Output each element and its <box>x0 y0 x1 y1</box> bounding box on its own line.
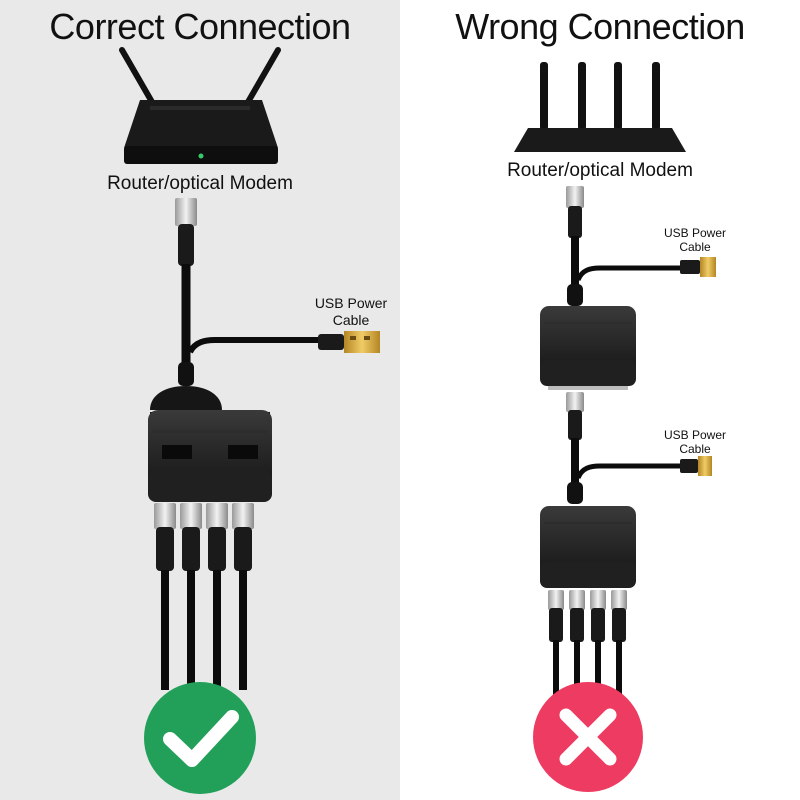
usb-label-line2: Cable <box>679 240 711 254</box>
usb-label-line2: Cable <box>332 312 370 328</box>
wrong-connection-heading: Wrong Connection <box>455 6 745 47</box>
usb-label-line2: Cable <box>679 442 711 456</box>
check-icon <box>144 682 256 794</box>
usb-plug-right-top <box>680 257 716 277</box>
router-icon-right <box>514 62 686 152</box>
usb-plug-right-bottom <box>680 456 712 476</box>
router-label-right: Router/optical Modem <box>507 160 693 181</box>
ethernet-outputs-right <box>548 590 627 700</box>
usb-cable-right-top <box>575 265 680 282</box>
usb-plug-left <box>318 331 380 353</box>
usb-label-line1: USB Power <box>314 295 388 311</box>
ethernet-splitter-left <box>148 362 272 502</box>
cross-icon <box>533 682 643 792</box>
usb-power-label-left: USB Power Cable <box>296 295 406 329</box>
usb-label-line1: USB Power <box>663 428 727 442</box>
correct-connection-heading: Correct Connection <box>49 6 351 47</box>
ethernet-splitter-right-1 <box>540 284 636 390</box>
usb-cable-right-bottom <box>575 463 680 480</box>
ethernet-plug-input-left <box>175 198 197 266</box>
ethernet-splitter-right-2 <box>540 482 636 588</box>
router-label-left: Router/optical Modem <box>107 173 293 194</box>
ethernet-outputs-left <box>154 503 254 690</box>
ethernet-plug-cascade <box>566 392 584 440</box>
usb-power-label-right-top: USB Power Cable <box>650 226 740 254</box>
router-icon-left <box>119 47 281 164</box>
ethernet-plug-input-right <box>566 186 584 238</box>
usb-label-line1: USB Power <box>663 226 727 240</box>
usb-cable-left <box>187 337 318 354</box>
usb-power-label-right-bottom: USB Power Cable <box>650 428 740 456</box>
